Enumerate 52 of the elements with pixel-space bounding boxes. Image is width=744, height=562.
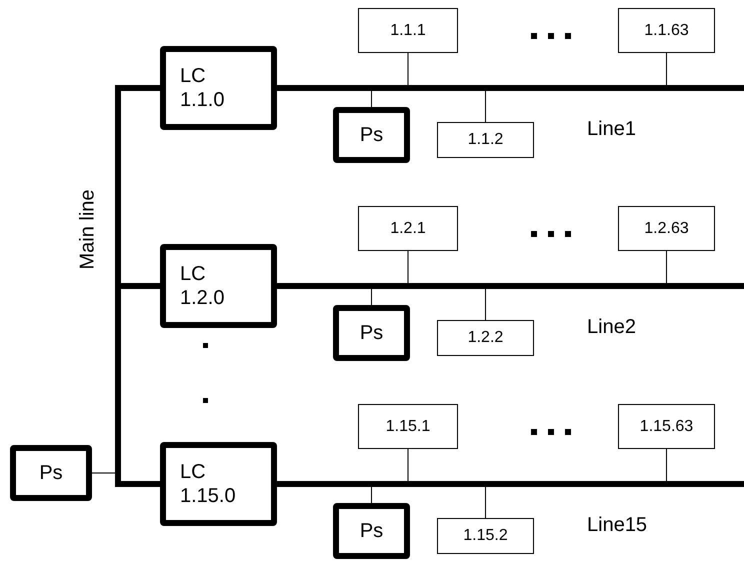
device-box <box>618 404 715 449</box>
connector-line <box>666 250 667 284</box>
connector-line <box>666 448 667 482</box>
device-box <box>437 122 534 158</box>
line-label: Line2 <box>587 316 636 339</box>
node-label: 1.15.63 <box>640 416 694 436</box>
device-box <box>618 206 715 251</box>
device-box <box>358 404 458 449</box>
connector-line <box>121 283 160 289</box>
power-supply-box <box>333 305 410 361</box>
power-supply-box <box>333 107 410 163</box>
device-box <box>618 8 715 53</box>
node-label: 1.2.63 <box>644 218 689 238</box>
node-label: Ps <box>39 461 63 485</box>
device-box <box>437 518 534 554</box>
node-label: 1.1.1 <box>390 20 426 40</box>
node-label: 1.15.2 <box>463 526 508 546</box>
node-label: 1.2.2 <box>468 328 504 348</box>
node-label: Ps <box>360 321 384 345</box>
connector-line <box>121 85 160 91</box>
line-label: Main line <box>76 189 100 270</box>
power-supply-box <box>333 503 410 559</box>
connector-line <box>666 52 667 86</box>
connector-line <box>92 472 116 474</box>
connector-line <box>485 90 486 122</box>
device-box <box>437 320 534 356</box>
device-box <box>358 8 458 53</box>
connector-line <box>485 486 486 518</box>
node-label: LC 1.15.0 <box>180 460 236 508</box>
node-label: Ps <box>360 519 384 543</box>
node-label: 1.15.1 <box>386 416 430 436</box>
connector-line <box>277 283 290 289</box>
node-label: 1.2.1 <box>390 218 426 238</box>
connector-line <box>121 481 160 487</box>
connector-line <box>277 85 290 91</box>
connector-line <box>277 481 290 487</box>
line-label: Line15 <box>587 514 648 537</box>
node-label: Ps <box>360 123 384 147</box>
connector-line <box>371 486 372 504</box>
node-label: 1.1.63 <box>644 20 689 40</box>
connector-line <box>371 288 372 306</box>
connector-line <box>371 90 372 108</box>
line-coupler-box <box>160 244 277 328</box>
connector-line <box>485 288 486 320</box>
power-supply-box <box>10 445 92 501</box>
node-label: 1.1.2 <box>468 130 504 150</box>
line-coupler-box <box>160 46 277 130</box>
line-label: Line1 <box>587 118 636 141</box>
node-label: LC 1.1.0 <box>180 64 224 112</box>
node-label: LC 1.2.0 <box>180 262 224 310</box>
device-box <box>358 206 458 251</box>
line-coupler-box <box>160 442 277 526</box>
